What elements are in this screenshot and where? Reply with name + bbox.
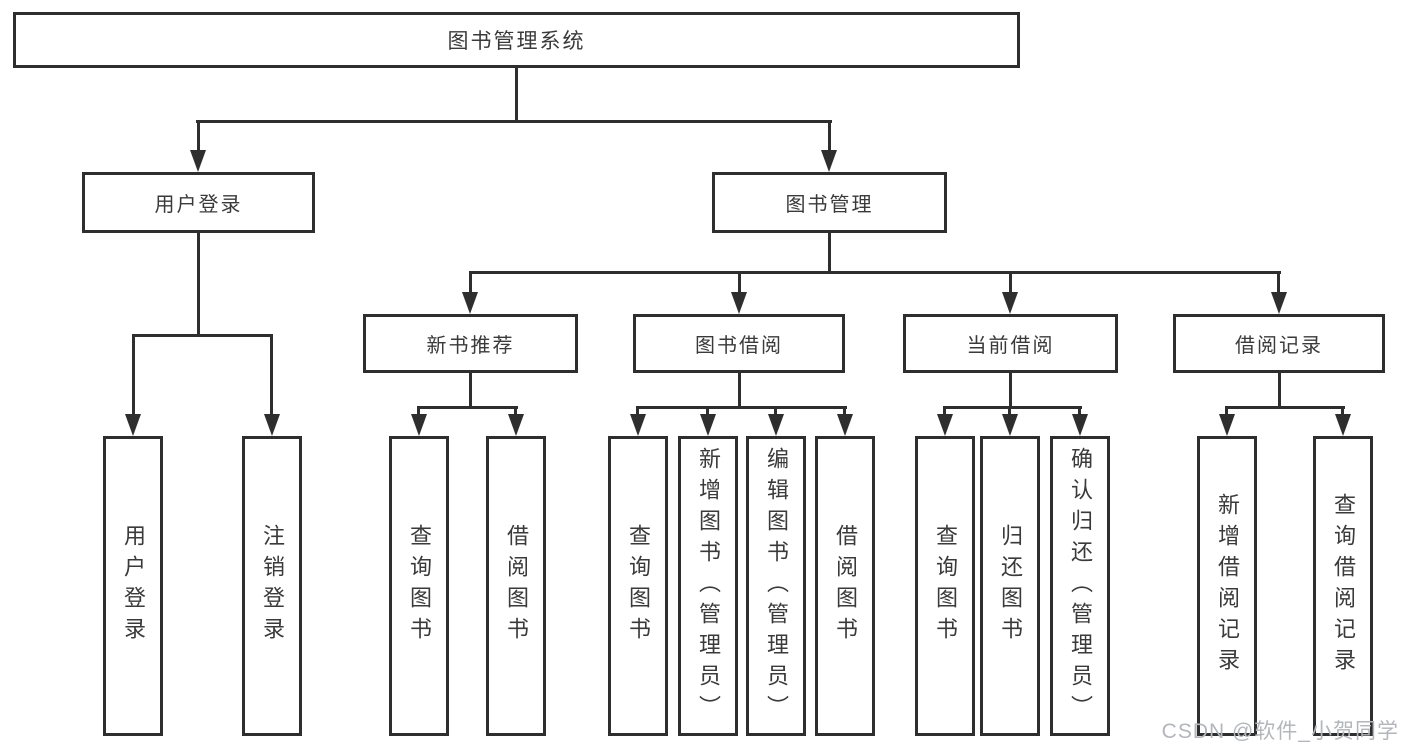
node-cb-query-books: 查询图书 [915, 436, 975, 736]
node-bb-add-books-label: 新增图书（管理员） [696, 446, 721, 726]
node-br-add-record: 新增借阅记录 [1197, 436, 1257, 736]
node-borrowing-records: 借阅记录 [1173, 314, 1385, 373]
node-nb-borrow-books: 借阅图书 [486, 436, 546, 736]
arrow-down-icon [700, 414, 716, 436]
connector-line [469, 373, 472, 406]
connector-line [774, 406, 777, 416]
connector-line [1277, 271, 1280, 296]
connector-line [197, 120, 200, 154]
node-cb-query-books-label: 查询图书 [933, 524, 958, 648]
connector-line [132, 334, 135, 418]
arrow-down-icon [411, 414, 427, 436]
node-current-borrowing-label: 当前借阅 [966, 335, 1055, 357]
node-user-login-leaf-label: 用户登录 [121, 524, 146, 648]
arrow-down-icon [937, 414, 953, 436]
node-cb-confirm-return-label: 确认归还（管理员） [1068, 446, 1093, 726]
node-bb-borrow-books: 借阅图书 [815, 436, 875, 736]
connector-line [469, 271, 1281, 274]
connector-line [1009, 373, 1012, 406]
node-bb-edit-books: 编辑图书（管理员） [746, 436, 806, 736]
connector-line [1341, 406, 1344, 416]
node-user-login-leaf: 用户登录 [103, 436, 163, 736]
arrow-down-icon [731, 292, 747, 314]
node-br-add-record-label: 新增借阅记录 [1215, 493, 1240, 679]
connector-line [943, 406, 946, 416]
connector-line [132, 334, 273, 337]
node-borrowing-records-label: 借阅记录 [1235, 335, 1323, 357]
node-user-login-group-label: 用户登录 [154, 194, 243, 216]
arrow-down-icon [821, 150, 837, 172]
connector-line [843, 406, 846, 416]
arrow-down-icon [837, 414, 853, 436]
arrow-down-icon [264, 414, 280, 436]
node-book-borrowing-label: 图书借阅 [695, 335, 783, 357]
connector-line [828, 233, 831, 273]
arrow-down-icon [1002, 292, 1018, 314]
node-current-borrowing: 当前借阅 [903, 314, 1118, 373]
connector-line [1078, 406, 1081, 416]
node-bb-query-books-label: 查询图书 [626, 524, 651, 648]
connector-line [1225, 406, 1228, 416]
node-nb-borrow-books-label: 借阅图书 [504, 524, 529, 648]
arrow-down-icon [1219, 414, 1235, 436]
connector-line [636, 406, 639, 416]
connector-line [636, 406, 847, 409]
node-cb-return-books: 归还图书 [980, 436, 1040, 736]
node-bb-query-books: 查询图书 [608, 436, 668, 736]
connector-line [515, 68, 518, 122]
node-logout: 注销登录 [242, 436, 302, 736]
connector-line [706, 406, 709, 416]
csdn-watermark: CSDN @软件_小贺同学 [1161, 720, 1399, 743]
connector-line [1009, 271, 1012, 296]
connector-line [270, 334, 273, 418]
arrow-down-icon [125, 414, 141, 436]
node-new-book-recommend: 新书推荐 [363, 314, 578, 373]
connector-line [469, 271, 472, 296]
node-library-system: 图书管理系统 [13, 12, 1020, 68]
node-library-system-label: 图书管理系统 [447, 30, 586, 53]
arrow-down-icon [508, 414, 524, 436]
node-book-management-label: 图书管理 [785, 194, 874, 216]
arrow-down-icon [462, 292, 478, 314]
arrow-down-icon [190, 150, 206, 172]
node-new-book-recommend-label: 新书推荐 [426, 335, 515, 357]
connector-line [1008, 406, 1011, 416]
arrow-down-icon [1002, 414, 1018, 436]
connector-line [514, 406, 517, 416]
connector-line [196, 120, 832, 123]
node-user-login-group: 用户登录 [82, 172, 315, 233]
node-nb-query-books: 查询图书 [389, 436, 449, 736]
arrow-down-icon [630, 414, 646, 436]
node-book-management: 图书管理 [712, 172, 947, 233]
arrow-down-icon [1335, 414, 1351, 436]
arrow-down-icon [768, 414, 784, 436]
node-cb-confirm-return: 确认归还（管理员） [1050, 436, 1110, 736]
node-book-borrowing: 图书借阅 [633, 314, 845, 373]
node-bb-borrow-books-label: 借阅图书 [833, 524, 858, 648]
node-br-query-record: 查询借阅记录 [1313, 436, 1373, 736]
connector-line [943, 406, 1082, 409]
connector-line [1278, 373, 1281, 406]
arrow-down-icon [1271, 292, 1287, 314]
node-cb-return-books-label: 归还图书 [998, 524, 1023, 648]
connector-line [738, 271, 741, 296]
node-logout-label: 注销登录 [260, 524, 285, 648]
connector-line [1225, 406, 1345, 409]
node-bb-edit-books-label: 编辑图书（管理员） [764, 446, 789, 726]
node-br-query-record-label: 查询借阅记录 [1331, 493, 1356, 679]
connector-line [417, 406, 518, 409]
connector-line [828, 120, 831, 154]
connector-line [417, 406, 420, 416]
node-bb-add-books: 新增图书（管理员） [678, 436, 738, 736]
arrow-down-icon [1072, 414, 1088, 436]
connector-line [738, 373, 741, 406]
connector-line [197, 233, 200, 337]
node-nb-query-books-label: 查询图书 [407, 524, 432, 648]
